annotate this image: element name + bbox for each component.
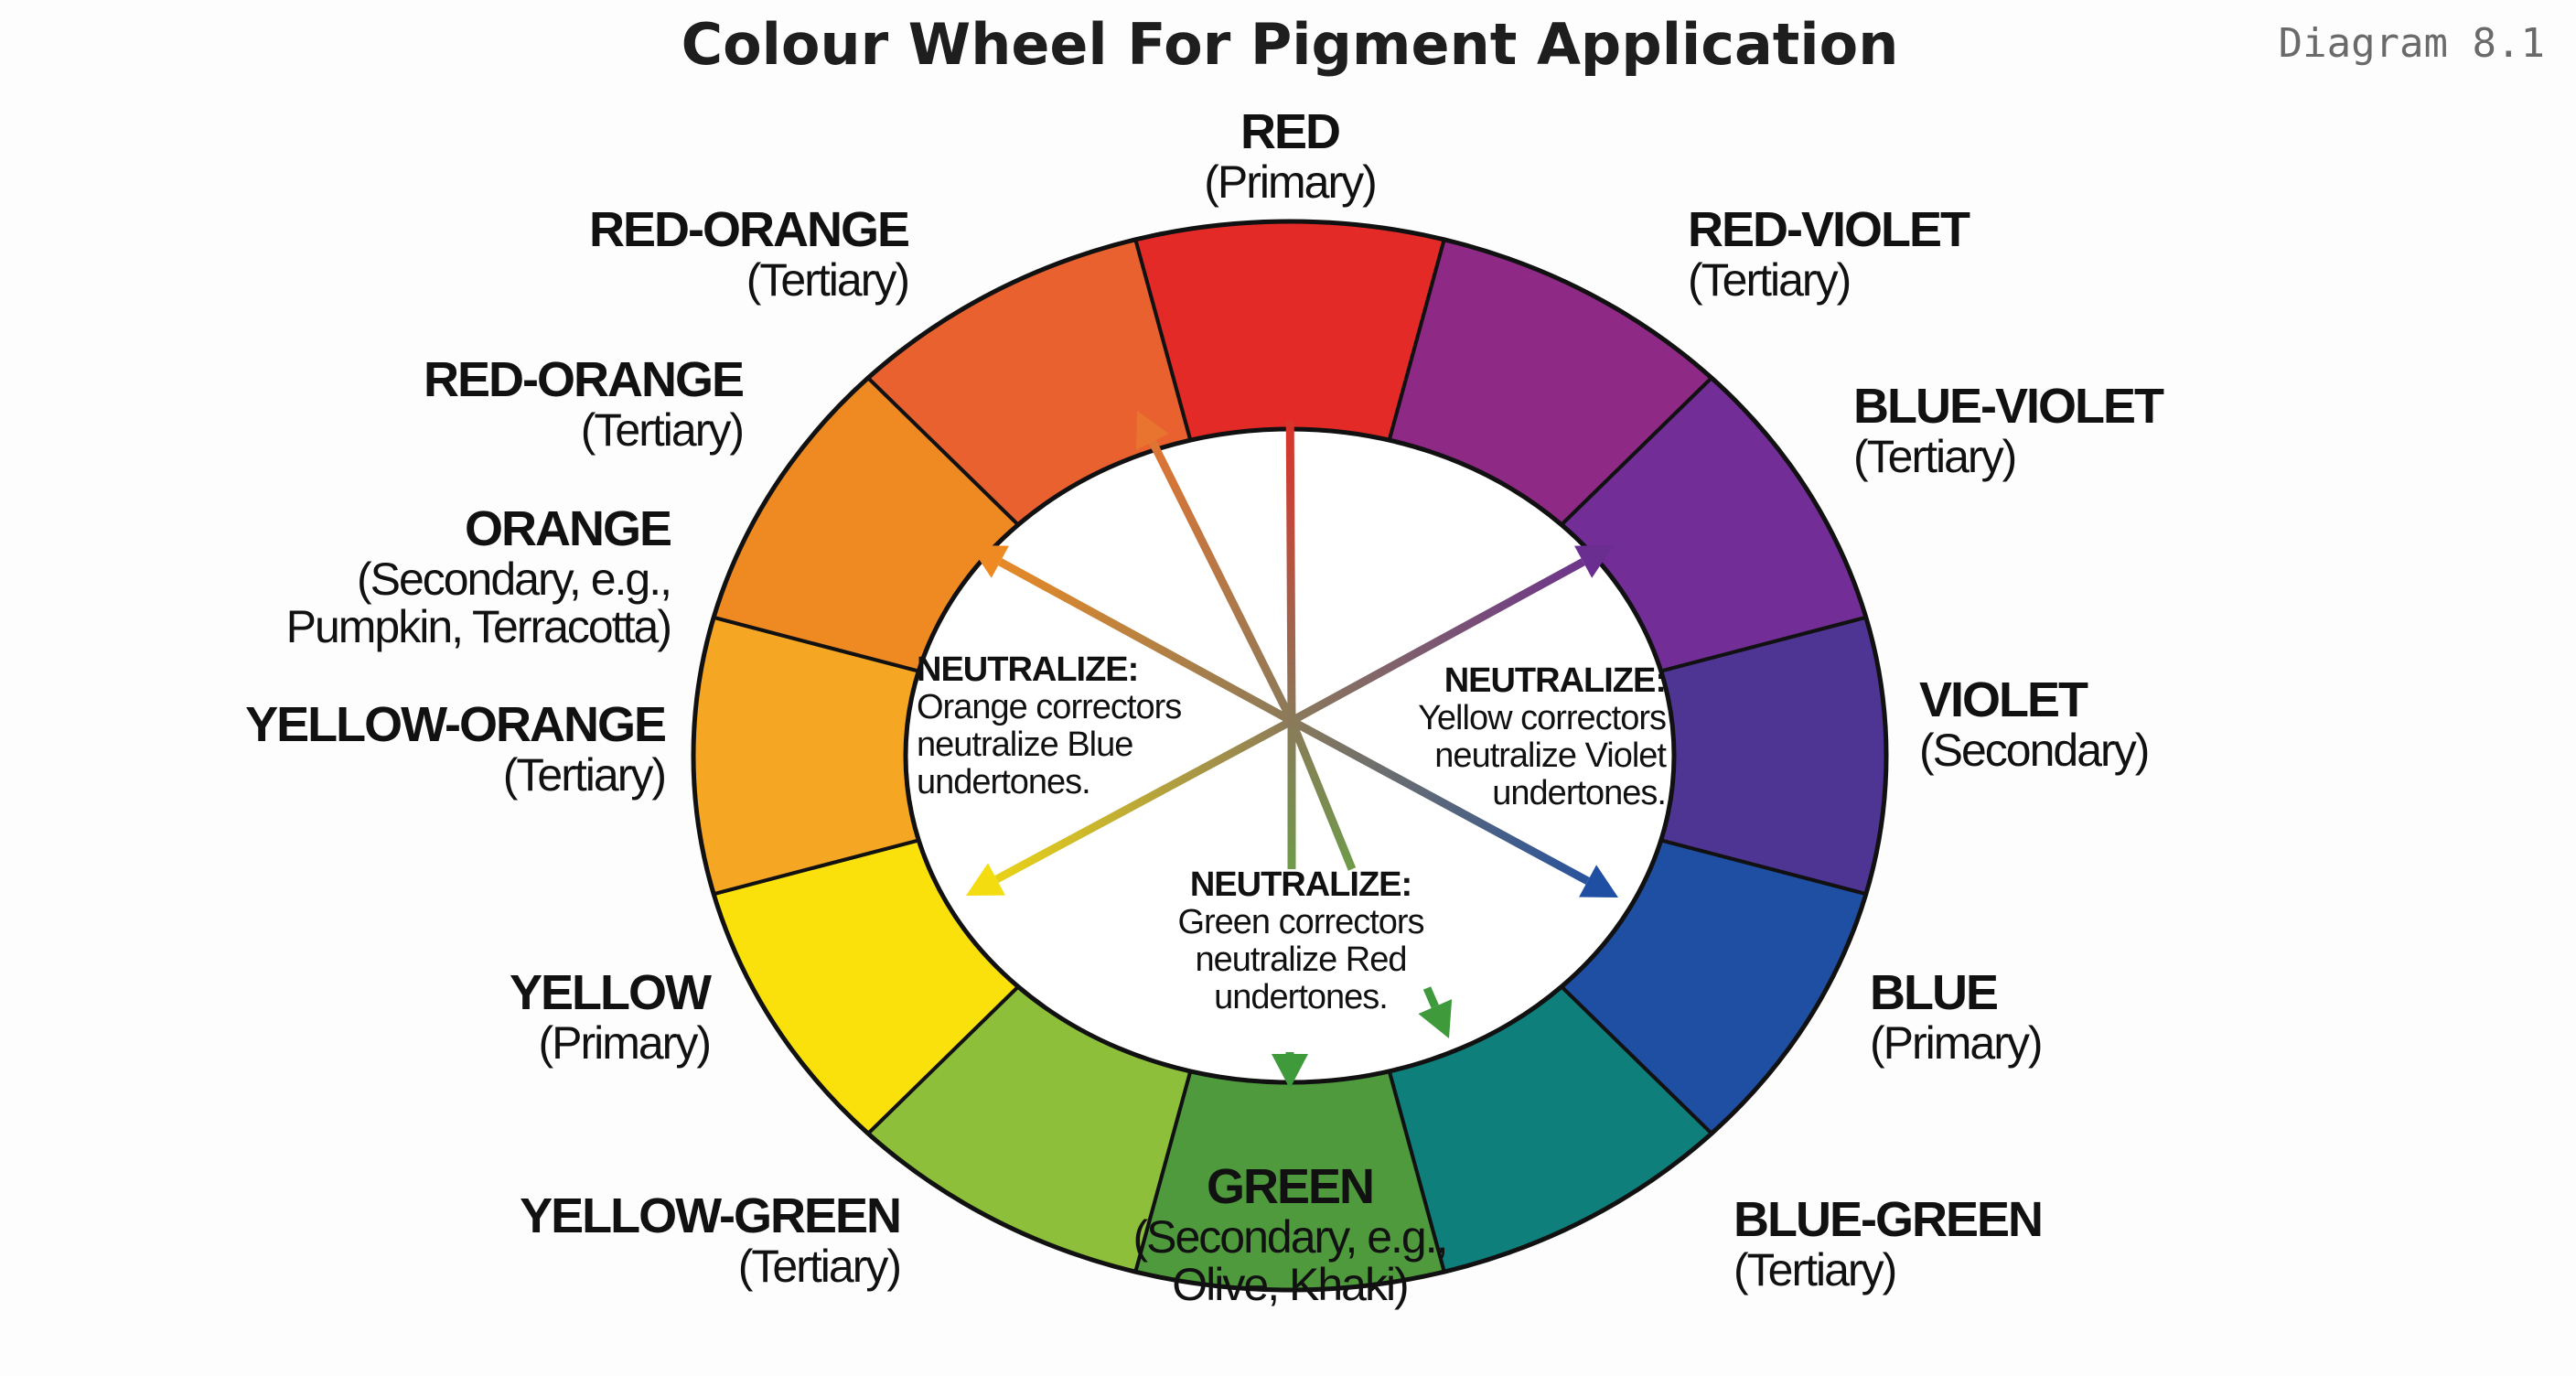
outer-circle bbox=[691, 219, 1889, 1293]
segment-name: RED bbox=[1240, 104, 1339, 159]
arrow-to-red bbox=[1272, 386, 1309, 722]
segment-name: RED-VIOLET bbox=[1688, 202, 1970, 257]
label-red-violet: RED-VIOLET(Tertiary) bbox=[1688, 202, 1972, 306]
arrow-arrowhead-icon bbox=[1272, 386, 1309, 422]
segment-type: (Tertiary) bbox=[1853, 431, 2015, 482]
arrow-arrowhead-icon bbox=[1579, 865, 1618, 898]
arrow-to-blue bbox=[1289, 717, 1618, 898]
label-red-orange: RED-ORANGE(Tertiary) bbox=[589, 202, 910, 306]
segment-type: (Tertiary) bbox=[581, 404, 743, 456]
colour-ring bbox=[692, 220, 1888, 1292]
segment-name: ORANGE bbox=[465, 501, 671, 556]
segment-name: YELLOW bbox=[510, 965, 712, 1020]
note-line: neutralize Violet bbox=[1434, 736, 1667, 775]
note-line: Green correctors bbox=[1177, 903, 1423, 941]
arrow-to-orange bbox=[970, 545, 1294, 725]
segment-name: YELLOW-ORANGE bbox=[245, 697, 665, 752]
arrow-shaft bbox=[1148, 440, 1296, 724]
label-blue-green: BLUE-GREEN(Tertiary) bbox=[1733, 1192, 2044, 1295]
arrow-to-yellow bbox=[966, 717, 1294, 896]
note-heading: NEUTRALIZE: bbox=[917, 650, 1138, 689]
arrow-shaft bbox=[1289, 558, 1585, 725]
label-yellow-orange: YELLOW-ORANGE(Tertiary) bbox=[245, 697, 667, 801]
arrow-to-green bbox=[1287, 719, 1453, 1038]
segment-name: BLUE bbox=[1870, 965, 1997, 1020]
segment-name: BLUE-VIOLET bbox=[1853, 379, 2164, 434]
segment-name: RED-ORANGE bbox=[424, 352, 743, 407]
diagram-number: Diagram 8.1 bbox=[2279, 20, 2545, 67]
arrow-shaft bbox=[1289, 717, 1590, 885]
label-violet: VIOLET(Secondary) bbox=[1919, 672, 2150, 776]
label-red-orange: RED-ORANGE(Tertiary) bbox=[424, 352, 745, 456]
arrow-arrowhead-icon bbox=[1418, 999, 1453, 1038]
arrow-shaft bbox=[1287, 719, 1357, 871]
segment-examples: Olive, Khaki) bbox=[1172, 1259, 1407, 1310]
segment-type: (Primary) bbox=[1204, 156, 1376, 208]
segment-type: (Secondary, e.g., bbox=[1132, 1211, 1446, 1263]
segment-type: (Tertiary) bbox=[1733, 1244, 1895, 1295]
label-yellow-green: YELLOW-GREEN(Tertiary) bbox=[520, 1188, 902, 1292]
segment-examples: Pumpkin, Terracotta) bbox=[286, 601, 671, 652]
segment-type: (Tertiary) bbox=[738, 1241, 900, 1292]
segment-type: (Tertiary) bbox=[746, 254, 908, 306]
arrow-shaft bbox=[1422, 986, 1439, 1008]
arrow-shaft bbox=[994, 717, 1294, 884]
segment-type: (Tertiary) bbox=[1688, 254, 1850, 306]
segment-type: (Primary) bbox=[1870, 1017, 2042, 1069]
diagram-title: Colour Wheel For Pigment Application bbox=[682, 11, 1899, 78]
note-heading: NEUTRALIZE: bbox=[1190, 865, 1411, 904]
arrow-arrowhead-icon bbox=[966, 863, 1005, 896]
segment-type: (Primary) bbox=[538, 1017, 710, 1069]
label-blue-violet: BLUE-VIOLET(Tertiary) bbox=[1853, 379, 2166, 482]
segment-labels: RED(Primary)RED-VIOLET(Tertiary)BLUE-VIO… bbox=[245, 104, 2166, 1310]
arrow-to-green bbox=[1272, 721, 1308, 1089]
neutralize-arrows bbox=[966, 386, 1618, 1089]
segment-name: GREEN bbox=[1207, 1159, 1373, 1214]
segment-type: (Secondary, e.g., bbox=[357, 554, 671, 605]
label-yellow: YELLOW(Primary) bbox=[510, 965, 714, 1069]
segment-type: (Secondary) bbox=[1919, 725, 2148, 776]
note-line: undertones. bbox=[1214, 978, 1388, 1016]
note-line: Yellow correctors bbox=[1418, 699, 1666, 737]
arrow-arrowhead-icon bbox=[970, 545, 1009, 578]
note-line: undertones. bbox=[917, 763, 1090, 801]
segment-name: BLUE-GREEN bbox=[1733, 1192, 2042, 1247]
note-line: Orange correctors bbox=[917, 688, 1181, 726]
arrow-arrowhead-icon bbox=[1136, 411, 1169, 450]
note-line: neutralize Red bbox=[1195, 941, 1406, 979]
arrow-shaft bbox=[1285, 420, 1296, 722]
note-line: neutralize Blue bbox=[917, 726, 1132, 764]
label-blue: BLUE(Primary) bbox=[1870, 965, 2044, 1069]
segment-type: (Tertiary) bbox=[503, 749, 665, 801]
label-red: RED(Primary) bbox=[1204, 104, 1378, 208]
note-line: undertones. bbox=[1492, 774, 1666, 812]
arrow-arrowhead-icon bbox=[1272, 1054, 1308, 1089]
arrow-to-red-orange bbox=[1136, 411, 1296, 724]
segment-name: YELLOW-GREEN bbox=[520, 1188, 900, 1243]
arrow-shaft bbox=[998, 558, 1294, 725]
arrow-to-blue-violet bbox=[1289, 545, 1614, 725]
arrow-arrowhead-icon bbox=[1574, 545, 1614, 578]
label-green: GREEN(Secondary, e.g.,Olive, Khaki) bbox=[1132, 1159, 1448, 1310]
label-orange: ORANGE(Secondary, e.g.,Pumpkin, Terracot… bbox=[286, 501, 672, 652]
note-heading: NEUTRALIZE: bbox=[1444, 661, 1666, 700]
segment-name: VIOLET bbox=[1919, 672, 2088, 727]
segment-name: RED-ORANGE bbox=[589, 202, 908, 257]
